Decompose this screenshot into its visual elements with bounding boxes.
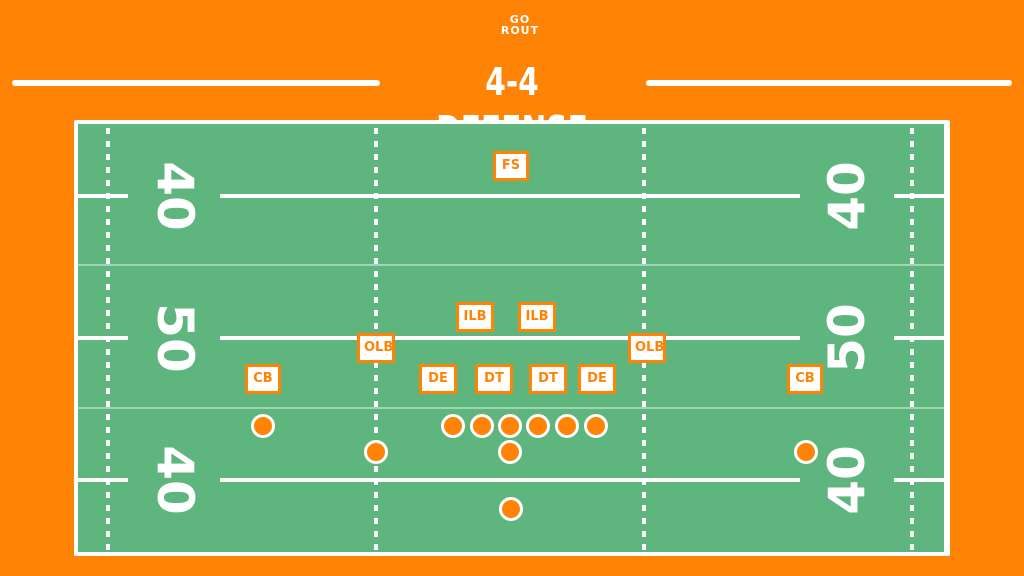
- logo-line-2: ROUT: [500, 24, 540, 37]
- offense-player-center: [526, 414, 550, 438]
- defender-de-right: DE: [578, 364, 616, 394]
- yard-number-right-bottom: 40: [818, 445, 876, 515]
- defender-olb-left: OLB: [357, 333, 395, 363]
- offense-player-wr-slot: [364, 440, 388, 464]
- defender-cb-right: CB: [787, 364, 823, 394]
- yard-number-left-bottom: 40: [146, 445, 204, 515]
- title-rule-left: [12, 80, 380, 86]
- offense-player-lt: [470, 414, 494, 438]
- defender-cb-left: CB: [245, 364, 281, 394]
- logo-line-1: GO: [509, 13, 531, 26]
- defender-dt-left: DT: [475, 364, 513, 394]
- yard-number-right-top: 40: [818, 161, 876, 231]
- offense-player-rb: [499, 497, 523, 521]
- defender-ilb-right: ILB: [518, 302, 556, 332]
- offense-player-wr-left: [251, 414, 275, 438]
- defender-ilb-left: ILB: [456, 302, 494, 332]
- offense-player-te: [441, 414, 465, 438]
- offense-player-qb: [498, 440, 522, 464]
- goroute-logo: GO ROUT: [480, 14, 560, 44]
- football-field: 40 50 40 40 50 40: [78, 124, 944, 552]
- field-markings: [78, 128, 944, 552]
- defender-de-left: DE: [419, 364, 457, 394]
- defender-fs: FS: [493, 151, 529, 181]
- offense-player-wr-right: [794, 440, 818, 464]
- offense-player-rt: [584, 414, 608, 438]
- yard-number-left-top: 40: [146, 161, 204, 231]
- defender-olb-right: OLB: [628, 333, 666, 363]
- yard-number-left-middle: 50: [146, 303, 204, 373]
- offense-player-rg: [555, 414, 579, 438]
- offense-player-lg: [498, 414, 522, 438]
- yard-number-right-middle: 50: [818, 303, 876, 373]
- defender-dt-right: DT: [529, 364, 567, 394]
- title-rule-right: [646, 80, 1012, 86]
